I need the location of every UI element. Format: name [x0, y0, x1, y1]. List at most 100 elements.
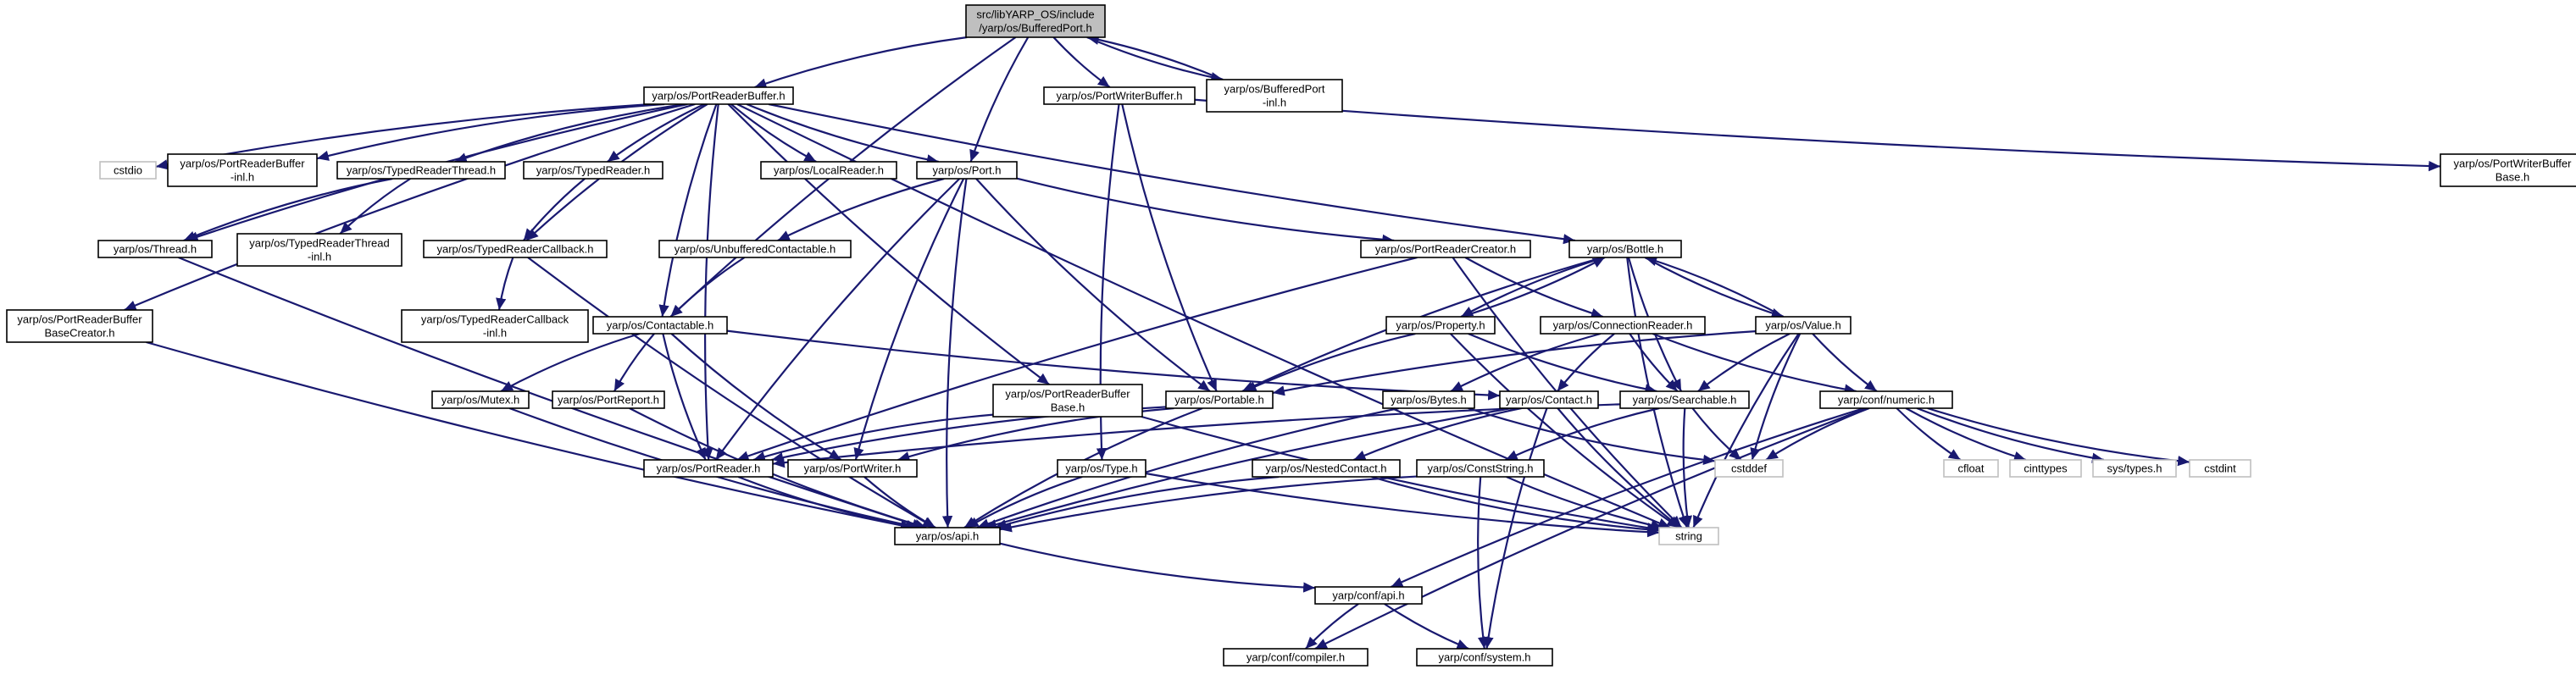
node-box-portreader: [643, 459, 774, 478]
node-portreader[interactable]: yarp/os/PortReader.h: [643, 459, 774, 478]
edge-contactable-to-contact: [726, 329, 1501, 401]
edge-port-to-os_api: [941, 178, 968, 528]
node-port[interactable]: yarp/os/Port.h: [916, 161, 1018, 180]
node-bufferedport_inl[interactable]: yarp/os/BufferedPort-inl.h: [1206, 79, 1343, 113]
node-typedreadercallback[interactable]: yarp/os/TypedReaderCallback.h: [423, 240, 608, 258]
edge-unbufferedcontactable-to-contactable: [669, 257, 746, 318]
node-portreport[interactable]: yarp/os/PortReport.h: [552, 390, 665, 409]
edge-portreaderbuffer-to-contactable: [658, 103, 718, 318]
node-bytes[interactable]: yarp/os/Bytes.h: [1382, 390, 1475, 409]
edge-connectionreader-to-searchable: [1629, 333, 1679, 392]
node-box-value: [1755, 316, 1852, 335]
node-prb_inl[interactable]: yarp/os/PortReaderBuffer-inl.h: [167, 153, 318, 187]
node-box-compiler: [1223, 648, 1368, 667]
node-label-portwriter-0: yarp/os/PortWriter.h: [804, 462, 902, 475]
edge-portreaderbuffer-to-typedreader: [607, 103, 705, 163]
node-unbufferedcontactable[interactable]: yarp/os/UnbufferedContactable.h: [658, 240, 852, 258]
edge-connectionreader-to-numeric: [1652, 332, 1857, 395]
node-label-numeric-0: yarp/conf/numeric.h: [1838, 394, 1935, 407]
edge-bufferedport_inl-to-bufferedport: [1086, 34, 1224, 81]
node-numeric[interactable]: yarp/conf/numeric.h: [1819, 390, 1953, 409]
node-trc_inl[interactable]: yarp/os/TypedReaderCallback-inl.h: [401, 309, 589, 343]
edge-property-to-searchable: [1468, 332, 1657, 395]
node-box-system: [1416, 648, 1553, 667]
edge-conf_api-to-compiler: [1304, 603, 1359, 650]
node-localreader[interactable]: yarp/os/LocalReader.h: [760, 161, 897, 180]
node-typedreaderthread[interactable]: yarp/os/TypedReaderThread.h: [336, 161, 506, 180]
edge-value-to-bottle: [1644, 256, 1785, 318]
node-cstddef: cstddef: [1714, 459, 1784, 478]
edge-portreaderbuffer-to-localreader: [730, 103, 817, 163]
node-label-cstdint-0: cstdint: [2204, 462, 2236, 475]
edge-typedreader-to-typedreadercallback: [523, 178, 586, 241]
node-box-prb_inl: [167, 153, 318, 187]
edge-portreport-to-os_api: [629, 407, 927, 529]
node-portreaderbuffer[interactable]: yarp/os/PortReaderBuffer.h: [643, 86, 794, 105]
node-box-portwriterbuffer: [1043, 86, 1196, 105]
node-box-localreader: [760, 161, 897, 180]
node-contactable[interactable]: yarp/os/Contactable.h: [592, 316, 728, 335]
node-cstdint: cstdint: [2189, 459, 2251, 478]
node-label-value-0: yarp/os/Value.h: [1765, 319, 1840, 332]
node-value[interactable]: yarp/os/Value.h: [1755, 316, 1852, 335]
edge-portreaderbuffer-to-portreader: [702, 103, 719, 461]
node-bottle[interactable]: yarp/os/Bottle.h: [1568, 240, 1682, 258]
node-contact[interactable]: yarp/os/Contact.h: [1499, 390, 1599, 409]
edge-numeric-to-cfloat: [1896, 407, 1962, 461]
edge-bottle-to-value: [1644, 257, 1785, 318]
edge-nestedcontact-to-os_api: [994, 475, 1280, 530]
node-typedreader[interactable]: yarp/os/TypedReader.h: [523, 161, 663, 180]
node-nestedcontact[interactable]: yarp/os/NestedContact.h: [1252, 459, 1401, 478]
node-portable[interactable]: yarp/os/Portable.h: [1165, 390, 1274, 409]
node-label-pwb_base-0: yarp/os/PortWriterBuffer: [2454, 158, 2573, 170]
edge-os_api-to-conf_api: [999, 542, 1316, 593]
node-searchable[interactable]: yarp/os/Searchable.h: [1619, 390, 1750, 409]
node-box-typedreader: [523, 161, 663, 180]
node-os_api[interactable]: yarp/os/api.h: [894, 527, 1001, 545]
node-label-portreadercreator-0: yarp/os/PortReaderCreator.h: [1375, 243, 1516, 256]
edge-portwriterbuffer-to-pwb_base: [1194, 98, 2441, 172]
node-label-pwb_base-1: Base.h: [2496, 171, 2529, 184]
node-label-property-0: yarp/os/Property.h: [1396, 319, 1485, 332]
node-trt_inl[interactable]: yarp/os/TypedReaderThread-inl.h: [236, 233, 402, 267]
node-label-contact-0: yarp/os/Contact.h: [1506, 394, 1592, 407]
node-label-portwriterbuffer-0: yarp/os/PortWriterBuffer.h: [1056, 90, 1182, 102]
edge-typedreaderthread-to-thread: [183, 177, 393, 242]
edge-contact-to-system: [1483, 407, 1548, 650]
node-compiler[interactable]: yarp/conf/compiler.h: [1223, 648, 1368, 667]
node-type[interactable]: yarp/os/Type.h: [1057, 459, 1146, 478]
node-system[interactable]: yarp/conf/system.h: [1416, 648, 1553, 667]
node-box-portreport: [552, 390, 665, 409]
node-label-portreaderbuffer-0: yarp/os/PortReaderBuffer.h: [652, 90, 785, 102]
node-portwriter[interactable]: yarp/os/PortWriter.h: [787, 459, 918, 478]
edge-portreaderbuffer-to-prb_inl: [316, 102, 665, 161]
edge-typedreadercallback-to-os_api: [527, 257, 935, 528]
node-mutex[interactable]: yarp/os/Mutex.h: [431, 390, 530, 409]
node-label-prb_base-1: Base.h: [1051, 401, 1085, 414]
node-box-portreaderbuffer: [643, 86, 794, 105]
nodes-layer: src/libYARP_OS/include/yarp/os/BufferedP…: [6, 4, 2576, 667]
node-label-connectionreader-0: yarp/os/ConnectionReader.h: [1553, 319, 1693, 332]
node-conststring[interactable]: yarp/os/ConstString.h: [1416, 459, 1545, 478]
edge-conststring-to-string: [1506, 475, 1663, 531]
node-label-bufferedport_inl-1: -inl.h: [1263, 97, 1286, 109]
edge-thread-to-os_api: [178, 256, 924, 529]
node-box-os_api: [894, 527, 1001, 545]
edge-connectionreader-to-bytes: [1450, 332, 1602, 392]
node-label-system-0: yarp/conf/system.h: [1438, 651, 1530, 664]
node-label-trc_inl-0: yarp/os/TypedReaderCallback: [421, 313, 569, 326]
node-thread[interactable]: yarp/os/Thread.h: [97, 240, 213, 258]
node-box-pwb_base: [2440, 153, 2576, 187]
node-conf_api[interactable]: yarp/conf/api.h: [1314, 586, 1423, 605]
node-box-conststring: [1416, 459, 1545, 478]
node-portreadercreator[interactable]: yarp/os/PortReaderCreator.h: [1360, 240, 1531, 258]
edge-portreaderbuffer-to-bottle: [768, 102, 1576, 245]
node-connectionreader[interactable]: yarp/os/ConnectionReader.h: [1540, 316, 1706, 335]
node-property[interactable]: yarp/os/Property.h: [1385, 316, 1496, 335]
node-bufferedport[interactable]: src/libYARP_OS/include/yarp/os/BufferedP…: [965, 4, 1106, 38]
node-portwriterbuffer[interactable]: yarp/os/PortWriterBuffer.h: [1043, 86, 1196, 105]
